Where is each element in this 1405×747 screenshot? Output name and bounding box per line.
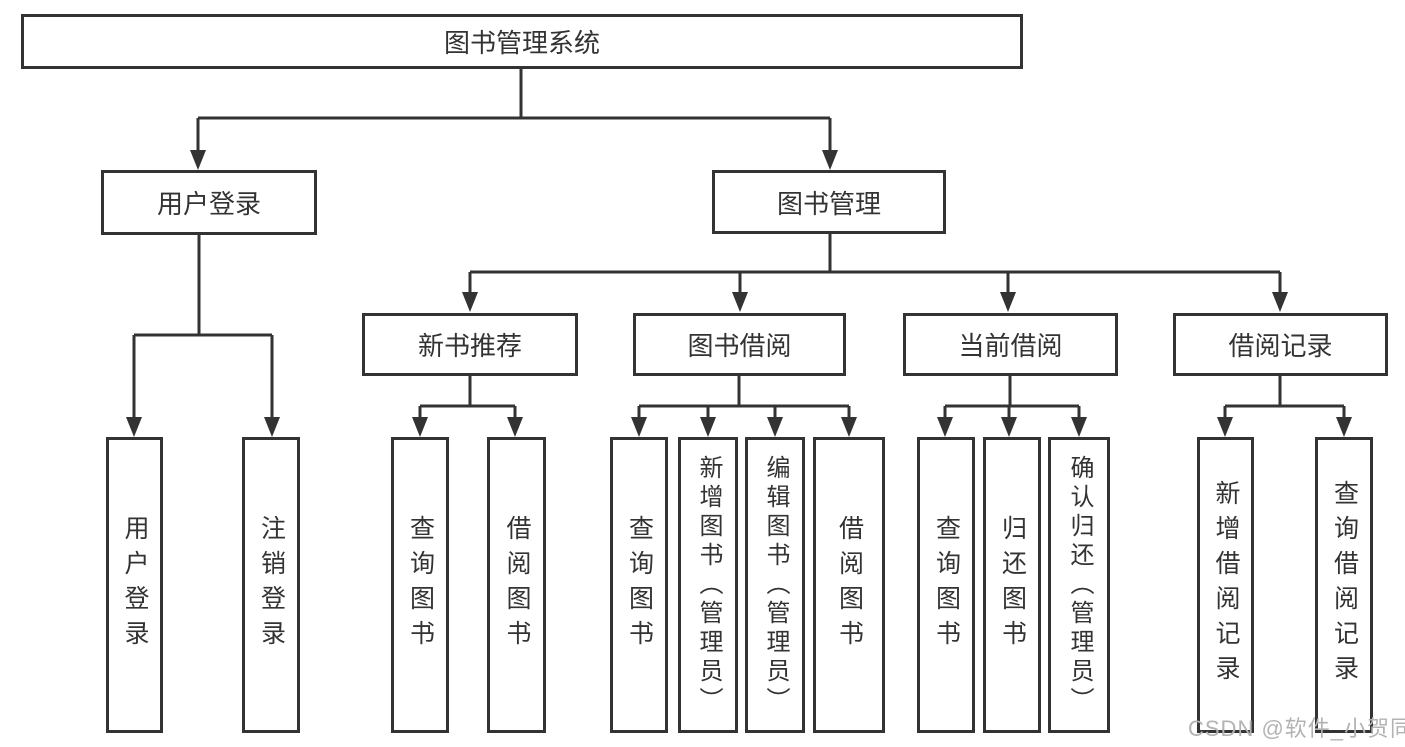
- node-logout: 注销登录: [242, 437, 300, 733]
- node-rec-query-books: 查询图书: [391, 437, 449, 733]
- node-label: 借阅图书: [835, 515, 864, 655]
- node-label: 借阅记录: [1228, 331, 1333, 361]
- node-add-borrow-record: 新增借阅记录: [1197, 437, 1254, 733]
- node-label: 查询图书: [625, 515, 654, 655]
- connector-borrowrecords-to-leaves: [1223, 376, 1346, 419]
- node-label: 注销登录: [257, 515, 286, 655]
- node-add-books-admin: 新增图书（管理员）: [678, 437, 738, 733]
- node-label: 查询图书: [932, 515, 961, 655]
- node-label: 新书推荐: [417, 331, 522, 361]
- connector-bookmgmt-to-level3: [468, 234, 1282, 294]
- node-current-query-books: 查询图书: [917, 437, 975, 733]
- csdn-watermark: CSDN @软件_小贺同学: [1188, 716, 1405, 741]
- node-label: 用户登录: [121, 515, 149, 655]
- connector-currentborrow-to-leaves: [943, 376, 1081, 419]
- node-label: 借阅图书: [503, 515, 531, 655]
- node-label: 编辑图书（管理员）: [762, 454, 789, 716]
- node-borrowing-query-books: 查询图书: [610, 437, 668, 733]
- node-borrowing-borrow-books: 借阅图书: [813, 437, 885, 733]
- node-label: 用户登录: [156, 189, 261, 219]
- node-user-login-leaf: 用户登录: [106, 437, 163, 733]
- node-new-book-recommendation: 新书推荐: [362, 313, 578, 376]
- connector-newbookrec-to-leaves: [418, 376, 517, 419]
- node-query-borrow-record: 查询借阅记录: [1315, 437, 1373, 733]
- node-label: 归还图书: [998, 515, 1027, 655]
- arrowheads: [126, 150, 1352, 437]
- node-label: 当前借阅: [958, 331, 1063, 361]
- node-book-borrowing: 图书借阅: [633, 313, 846, 376]
- node-label: 查询图书: [406, 515, 435, 655]
- connector-bookborrow-to-leaves: [637, 376, 851, 419]
- connector-root-to-level2: [196, 68, 832, 152]
- node-borrowing-records: 借阅记录: [1173, 313, 1388, 376]
- node-label: 查询借阅记录: [1330, 480, 1359, 690]
- node-label: 图书管理系统: [443, 28, 600, 58]
- node-confirm-return-admin: 确认归还（管理员）: [1048, 437, 1110, 733]
- node-label: 确认归还（管理员）: [1066, 454, 1093, 716]
- node-label: 图书管理: [776, 188, 881, 219]
- node-library-management-system: 图书管理系统: [21, 14, 1023, 69]
- node-book-management: 图书管理: [712, 170, 946, 234]
- node-rec-borrow-books: 借阅图书: [487, 437, 546, 733]
- node-label: 新增图书（管理员）: [695, 454, 722, 716]
- node-user-login: 用户登录: [101, 170, 317, 235]
- node-current-borrowing: 当前借阅: [903, 313, 1118, 376]
- node-label: 图书借阅: [687, 331, 792, 361]
- node-return-books: 归还图书: [983, 437, 1041, 733]
- node-edit-books-admin: 编辑图书（管理员）: [745, 437, 805, 733]
- node-label: 新增借阅记录: [1212, 480, 1240, 690]
- connector-userlogin-to-leaves: [132, 235, 274, 419]
